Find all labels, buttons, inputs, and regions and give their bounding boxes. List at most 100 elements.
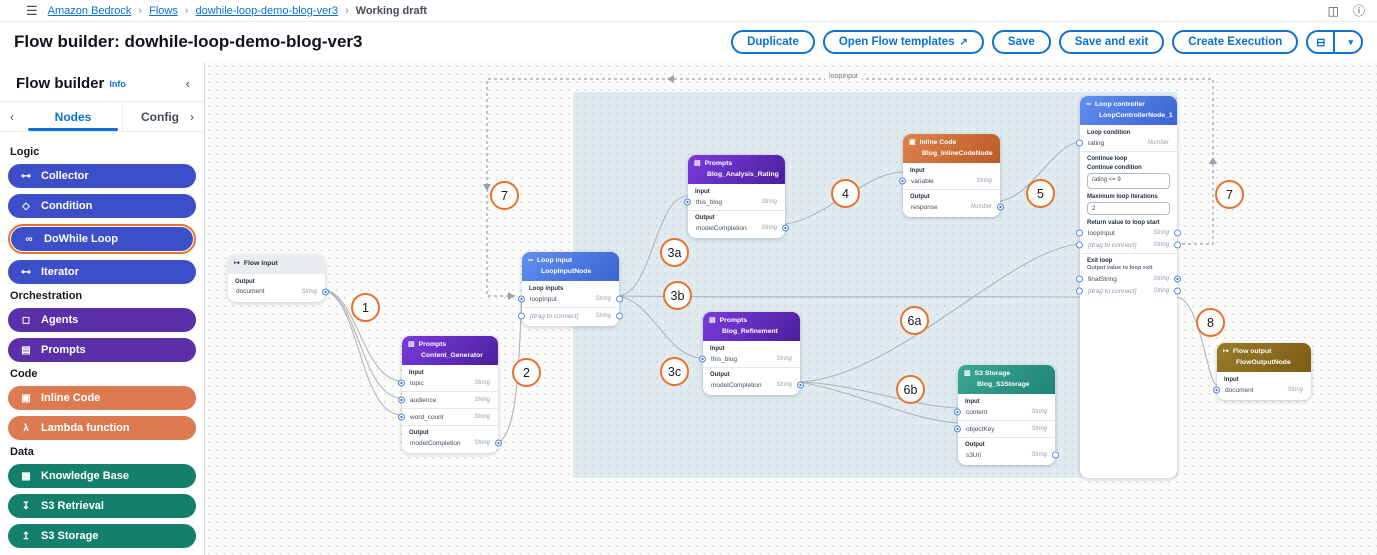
breadcrumb-amazon-bedrock[interactable]: Amazon Bedrock bbox=[47, 4, 132, 17]
output-port[interactable] bbox=[1174, 275, 1181, 283]
prompts-icon: ▤ bbox=[709, 317, 716, 324]
input-port[interactable] bbox=[699, 355, 706, 363]
output-port[interactable] bbox=[322, 288, 329, 296]
create-execution-button[interactable]: Create Execution bbox=[1172, 30, 1299, 54]
collapse-panel-icon[interactable]: ‹ bbox=[185, 76, 190, 91]
node-loop-controller[interactable]: ∞Loop controller LoopControllerNode_1 Lo… bbox=[1076, 96, 1181, 478]
breadcrumb-flow-name[interactable]: dowhile-loop-demo-blog-ver3 bbox=[195, 4, 338, 17]
save-and-exit-button[interactable]: Save and exit bbox=[1058, 30, 1165, 54]
input-port[interactable] bbox=[899, 177, 906, 185]
output-port[interactable] bbox=[616, 312, 623, 320]
annotation-step-3a: 3a bbox=[660, 238, 689, 267]
max-iterations-label: Maximum loop iterations bbox=[1087, 194, 1158, 201]
caret-down-icon[interactable]: ▾ bbox=[1348, 36, 1353, 47]
section-code: Code bbox=[10, 368, 38, 380]
node-flow-output[interactable]: ↦Flow output FlowOutputNode Input docume… bbox=[1213, 343, 1311, 401]
max-iterations-input[interactable]: 2 bbox=[1087, 202, 1170, 216]
node-palette-prompts[interactable]: ▤ Prompts bbox=[8, 338, 196, 362]
panel-icon[interactable]: ◫ bbox=[1327, 3, 1339, 18]
node-s3-storage[interactable]: ▥S3 Storage Blog_S3Storage Input content… bbox=[954, 365, 1059, 466]
return-value-label: Return value to loop start bbox=[1087, 220, 1160, 227]
input-port[interactable] bbox=[954, 408, 961, 416]
execution-split-button[interactable]: ⊟ ▾ bbox=[1306, 30, 1363, 54]
node-palette-inline-code[interactable]: ▣ Inline Code bbox=[8, 386, 196, 410]
node-loop-input[interactable]: ∞Loop input LoopInputNode Loop inputs lo… bbox=[518, 252, 623, 327]
tab-configurations[interactable]: Config bbox=[122, 102, 180, 131]
knowledge-base-icon: ▦ bbox=[21, 470, 31, 482]
input-port[interactable] bbox=[954, 425, 961, 433]
tab-nodes[interactable]: Nodes bbox=[24, 102, 122, 131]
input-port[interactable] bbox=[518, 295, 525, 303]
collector-icon: ⊶ bbox=[21, 170, 31, 182]
node-palette-collector[interactable]: ⊶ Collector bbox=[8, 164, 196, 188]
save-button[interactable]: Save bbox=[991, 30, 1051, 54]
output-port[interactable] bbox=[1174, 241, 1181, 249]
node-palette-s3-storage[interactable]: ↥ S3 Storage bbox=[8, 524, 196, 548]
input-port[interactable] bbox=[1076, 287, 1083, 295]
input-port[interactable] bbox=[1213, 386, 1220, 394]
node-palette-s3-retrieval[interactable]: ↧ S3 Retrieval bbox=[8, 494, 196, 518]
input-port[interactable] bbox=[398, 396, 405, 404]
input-port[interactable] bbox=[518, 312, 525, 320]
input-port[interactable] bbox=[1076, 139, 1083, 147]
output-port[interactable] bbox=[797, 381, 804, 389]
input-port[interactable] bbox=[1076, 229, 1083, 237]
output-section-label: Output bbox=[710, 372, 730, 379]
continue-condition-input[interactable]: rating <= 9 bbox=[1087, 173, 1170, 190]
input-section-label: Input bbox=[710, 346, 725, 353]
open-flow-templates-button[interactable]: Open Flow templates↗ bbox=[822, 30, 984, 54]
output-port[interactable] bbox=[1174, 229, 1181, 237]
annotation-step-1: 1 bbox=[351, 293, 380, 322]
duplicate-button[interactable]: Duplicate bbox=[731, 30, 815, 54]
output-port[interactable] bbox=[495, 439, 502, 447]
breadcrumb-flows[interactable]: Flows bbox=[149, 4, 178, 17]
output-port[interactable] bbox=[1174, 287, 1181, 295]
node-palette-iterator[interactable]: ⊷ Iterator bbox=[8, 260, 196, 284]
input-port[interactable] bbox=[1076, 275, 1083, 283]
node-blog-refinement[interactable]: ▤Prompts Blog_Refinement Input this_blog… bbox=[699, 312, 804, 396]
input-port[interactable] bbox=[398, 413, 405, 421]
sidebar-tabs: ‹ Nodes Config › bbox=[0, 102, 204, 132]
node-palette-knowledge-base[interactable]: ▦ Knowledge Base bbox=[8, 464, 196, 488]
input-section-label: Input bbox=[965, 399, 980, 406]
output-port[interactable] bbox=[1052, 451, 1059, 459]
output-port[interactable] bbox=[782, 224, 789, 232]
output-port[interactable] bbox=[616, 295, 623, 303]
node-palette-dowhile-loop[interactable]: ∞ DoWhile Loop bbox=[11, 227, 193, 251]
info-icon[interactable]: ⓘ bbox=[1352, 4, 1365, 18]
node-palette-condition[interactable]: ◇ Condition bbox=[8, 194, 196, 218]
node-palette-lambda-function[interactable]: λ Lambda function bbox=[8, 416, 196, 440]
output-port[interactable] bbox=[997, 203, 1004, 211]
prompts-icon: ▤ bbox=[408, 341, 415, 348]
input-port[interactable] bbox=[684, 198, 691, 206]
input-port[interactable] bbox=[1076, 241, 1083, 249]
node-inline-code[interactable]: ▣Inline Code Blog_InlineCodeNode Input v… bbox=[899, 134, 1004, 218]
tab-prev-icon[interactable]: ‹ bbox=[10, 109, 14, 124]
execution-list-icon[interactable]: ⊟ bbox=[1308, 32, 1336, 52]
input-port[interactable] bbox=[398, 379, 405, 387]
node-blog-analysis-rating[interactable]: ▤Prompts Blog_Analysis_Rating Input this… bbox=[684, 155, 789, 239]
condition-icon: ◇ bbox=[22, 200, 30, 212]
prompts-icon: ▤ bbox=[21, 344, 31, 356]
output-section-label: Output bbox=[965, 442, 985, 449]
input-section-label: Input bbox=[1224, 377, 1239, 384]
inline-code-icon: ▣ bbox=[909, 139, 916, 146]
tab-next-icon[interactable]: › bbox=[190, 109, 194, 124]
info-link[interactable]: Info bbox=[109, 78, 126, 89]
menu-icon[interactable]: ☰ bbox=[26, 2, 38, 18]
node-palette-agents[interactable]: ◻ Agents bbox=[8, 308, 196, 332]
external-link-icon: ↗ bbox=[959, 36, 968, 48]
